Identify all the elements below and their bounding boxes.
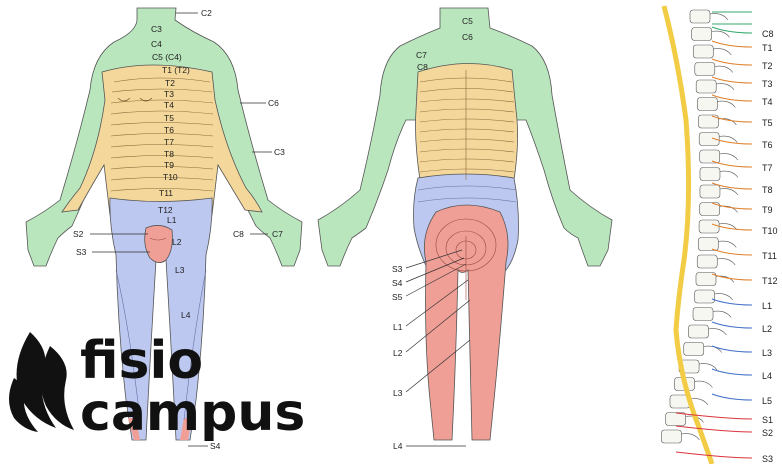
front-label-c3-1: C3	[151, 24, 162, 34]
spine-label-s1: S1	[762, 415, 773, 425]
front-label-l2-17: L2	[172, 237, 182, 247]
front-label-t4-7: T4	[164, 100, 174, 110]
spine-label-t6: T6	[762, 140, 773, 150]
spine-label-s2: S2	[762, 428, 773, 438]
back-label-s3-4: S3	[392, 264, 403, 274]
front-label-t9-12: T9	[164, 160, 174, 170]
spine-label-l2: L2	[762, 324, 772, 334]
vertebra-8	[700, 150, 720, 163]
front-label-s3-21: S3	[76, 247, 87, 257]
front-label-t2-5: T2	[165, 78, 175, 88]
spine-label-l4: L4	[762, 371, 772, 381]
spine-label-t5: T5	[762, 118, 773, 128]
back-label-c6-1: C6	[462, 32, 473, 42]
spine-side-view: C8T1T2T3T4T5T6T7T8T9T10T11T12L1L2L3L4L5S…	[634, 0, 782, 464]
front-label-t11-14: T11	[159, 188, 173, 198]
back-label-c5-0: C5	[462, 16, 473, 26]
back-label-l3-9: L3	[393, 388, 403, 398]
front-label-c4-2: C4	[151, 39, 162, 49]
vertebra-0	[690, 10, 710, 23]
front-label-c3-23: C3	[274, 147, 285, 157]
spine-label-l3: L3	[762, 348, 772, 358]
spine-label-t7: T7	[762, 163, 773, 173]
vertebra-4	[696, 80, 716, 93]
vertebra-24	[661, 430, 681, 443]
logo-fisio-text: fisio	[80, 331, 203, 391]
front-label-c5-c4-3: C5 (C4)	[152, 52, 182, 62]
back-label-l1-7: L1	[393, 322, 403, 332]
front-label-l1-16: L1	[167, 215, 177, 225]
front-label-t8-11: T8	[164, 149, 174, 159]
front-label-t5-8: T5	[164, 113, 174, 123]
logo-campus-text: campus	[80, 383, 305, 443]
front-label-c7-24: C7	[272, 229, 283, 239]
front-label-l4-19: L4	[181, 310, 191, 320]
flame-logo-icon	[9, 332, 74, 432]
back-label-s4-5: S4	[392, 278, 403, 288]
vertebra-12	[699, 220, 719, 233]
back-label-s5-6: S5	[392, 292, 403, 302]
spine-label-c8: C8	[762, 29, 774, 39]
front-label-t3-6: T3	[164, 89, 174, 99]
vertebra-1	[692, 28, 712, 41]
front-label-c6-22: C6	[268, 98, 279, 108]
vertebra-3	[695, 63, 715, 76]
front-label-t10-13: T10	[163, 172, 178, 182]
vertebra-5	[697, 98, 717, 111]
spine-label-t10: T10	[762, 226, 778, 236]
back-label-c7-2: C7	[416, 50, 427, 60]
spine-label-l5: L5	[762, 396, 772, 406]
vertebra-17	[693, 308, 713, 321]
vertebra-2	[693, 45, 713, 58]
front-label-c2-0: C2	[201, 8, 212, 18]
back-body-figure	[318, 8, 612, 446]
spine-label-t8: T8	[762, 185, 773, 195]
spine-label-t4: T4	[762, 97, 773, 107]
vertebra-13	[698, 238, 718, 251]
back-label-l2-8: L2	[393, 348, 403, 358]
spine-label-l1: L1	[762, 301, 772, 311]
vertebra-19	[684, 343, 704, 356]
spine-label-t3: T3	[762, 79, 773, 89]
front-label-t12-15: T12	[158, 205, 173, 215]
spine-label-t12: T12	[762, 276, 778, 286]
spine-label-t1: T1	[762, 43, 773, 53]
vertebra-9	[700, 168, 720, 181]
back-label-l4-10: L4	[393, 441, 403, 451]
back-thoracic-region	[416, 63, 518, 180]
vertebra-18	[688, 325, 708, 338]
vertebra-14	[697, 255, 717, 268]
front-label-t1-t2-4: T1 (T2)	[162, 65, 190, 75]
front-label-l3-18: L3	[175, 265, 185, 275]
front-label-c8-25: C8	[233, 229, 244, 239]
front-label-t6-9: T6	[164, 125, 174, 135]
spine-label-t2: T2	[762, 61, 773, 71]
spine-label-s3: S3	[762, 454, 773, 464]
spine-label-t9: T9	[762, 205, 773, 215]
spine-label-t11: T11	[762, 251, 777, 261]
vertebra-23	[666, 413, 686, 426]
back-label-c8-3: C8	[417, 62, 428, 72]
front-label-s2-20: S2	[73, 229, 84, 239]
front-label-t7-10: T7	[164, 137, 174, 147]
vertebra-10	[700, 185, 720, 198]
vertebra-16	[695, 290, 715, 303]
fisiocampus-logo: fisio campus	[9, 331, 305, 443]
